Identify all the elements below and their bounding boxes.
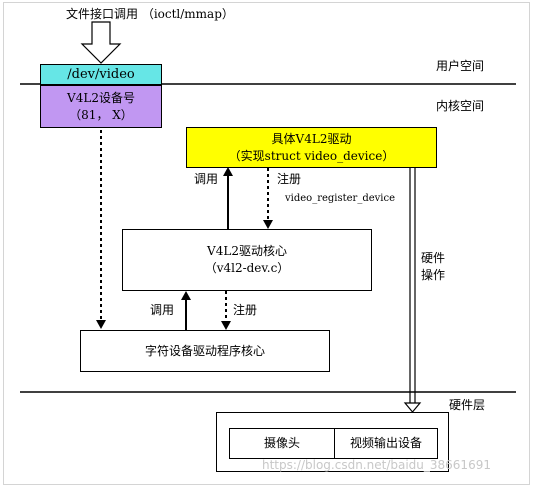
camera-label: 摄像头 <box>263 436 300 450</box>
file-interface-label: 文件接口调用 （ioctl/mmap） <box>66 7 234 21</box>
dev-to-char-core-arrowhead <box>96 320 106 329</box>
specific-driver-title: 具体V4L2驱动 <box>271 131 352 146</box>
call-lower-label: 调用 <box>150 303 175 317</box>
specific-v4l2-driver-box: 具体V4L2驱动 （实现struct video_device） <box>186 127 437 168</box>
hardware-op-arrowhead <box>403 402 422 413</box>
video-output-box: 视频输出设备 <box>334 428 438 459</box>
device-number-value: （81， X） <box>69 107 133 122</box>
register-upper-arrowhead <box>263 220 273 229</box>
v4l2-device-number-box: V4L2设备号 （81， X） <box>40 85 162 128</box>
register-lower-label: 注册 <box>233 303 258 317</box>
v4l2-driver-core-box: V4L2驱动核心 （v4l2-dev.c） <box>122 229 372 291</box>
char-device-core-box: 字符设备驱动程序核心 <box>80 330 330 372</box>
char-core-title: 字符设备驱动程序核心 <box>144 343 265 358</box>
video-output-label: 视频输出设备 <box>349 436 422 450</box>
video-register-device-label: video_register_device <box>285 193 396 204</box>
hardware-op-label-line1: 硬件 <box>421 251 446 265</box>
device-number-title: V4L2设备号 <box>67 90 135 105</box>
register-upper-label: 注册 <box>277 172 302 186</box>
outer-frame <box>3 2 530 485</box>
camera-box: 摄像头 <box>229 428 335 459</box>
hardware-layer-label: 硬件层 <box>449 398 486 412</box>
call-upper-arrowhead <box>223 167 233 176</box>
register-lower-arrowhead <box>221 321 231 330</box>
user-space-label: 用户空间 <box>436 59 485 73</box>
specific-driver-subtitle: （实现struct video_device） <box>228 148 395 163</box>
kernel-space-label: 内核空间 <box>436 99 485 113</box>
watermark: https://blog.csdn.net/baidu_38661691 <box>262 458 491 472</box>
file-interface-arrow <box>80 21 122 64</box>
dev-video-node: /dev/video <box>40 64 162 85</box>
call-lower-arrowhead <box>181 291 191 300</box>
driver-core-subtitle: （v4l2-dev.c） <box>204 261 290 275</box>
driver-core-title: V4L2驱动核心 <box>207 244 287 258</box>
hardware-op-label-line2: 操作 <box>421 268 446 282</box>
call-upper-label: 调用 <box>194 172 219 186</box>
dev-video-label: /dev/video <box>67 67 135 82</box>
